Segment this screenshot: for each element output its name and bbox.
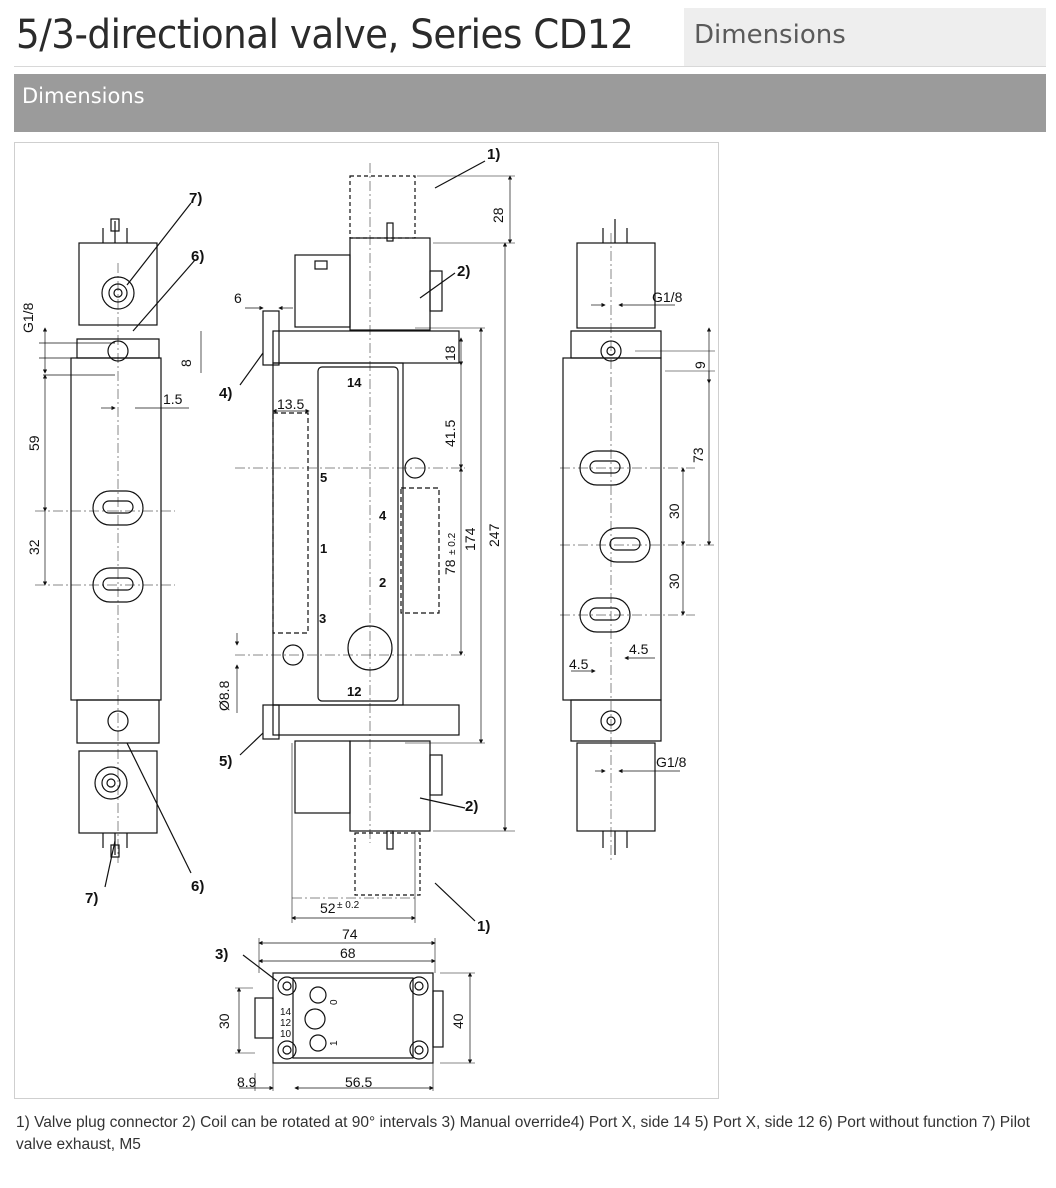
port-12: 12 <box>347 684 361 699</box>
dim-52-tol: ± 0.2 <box>337 900 360 911</box>
note-7-top: 7) <box>189 190 202 207</box>
dim-d8-8: Ø8.8 <box>216 680 232 711</box>
dim-59: 59 <box>26 435 42 451</box>
page-title: 5/3-directional valve, Series CD12 <box>16 12 634 58</box>
note-4: 4) <box>219 385 232 402</box>
header-tag-label: Dimensions <box>694 20 846 50</box>
dim-13-5: 13.5 <box>277 396 304 412</box>
dim-41-5: 41.5 <box>442 420 458 447</box>
drawing-svg: 1) 2) 2) 1) 3) 4) 5) 6) 6) 7) 7) G1/8 8 … <box>20 146 715 1091</box>
note-7-bottom: 7) <box>85 890 98 907</box>
dim-18: 18 <box>442 345 458 361</box>
dim-56-5: 56.5 <box>345 1074 372 1090</box>
port-14: 14 <box>347 375 362 390</box>
figure-caption: 1) Valve plug connector 2) Coil can be r… <box>16 1114 1030 1153</box>
dim-32: 32 <box>26 539 42 555</box>
note-1-bottom: 1) <box>477 918 490 935</box>
dim-74: 74 <box>342 926 358 942</box>
dim-78: 78 <box>442 559 458 575</box>
dim-4-5-b: 4.5 <box>569 656 589 672</box>
page-header: 5/3-directional valve, Series CD12 Dimen… <box>14 8 1046 67</box>
note-6-bottom: 6) <box>191 878 204 895</box>
dim-68: 68 <box>340 945 356 961</box>
port-2: 2 <box>379 575 386 590</box>
center-view <box>234 160 515 923</box>
note-1-top: 1) <box>487 146 500 163</box>
note-5: 5) <box>219 753 232 770</box>
dim-4-5-a: 4.5 <box>629 641 649 657</box>
note-3: 3) <box>215 946 228 963</box>
dim-8: 8 <box>178 359 194 367</box>
dim-40: 40 <box>450 1013 466 1029</box>
override-label-14: 14 <box>280 1007 292 1018</box>
dimension-drawing: 1) 2) 2) 1) 3) 4) 5) 6) 6) 7) 7) G1/8 8 … <box>14 142 719 1099</box>
override-label-12: 12 <box>280 1018 292 1029</box>
dim-73: 73 <box>690 447 706 463</box>
dim-8-9: 8.9 <box>237 1074 257 1090</box>
dim-30-b: 30 <box>666 573 682 589</box>
header-tag: Dimensions <box>684 8 1046 66</box>
dim-78-tol: ± 0.2 <box>447 532 458 555</box>
note-2-top: 2) <box>457 263 470 280</box>
port-5: 5 <box>320 470 327 485</box>
dim-g18-right-top: G1/8 <box>652 289 683 305</box>
dim-6: 6 <box>234 290 242 306</box>
dim-52: 52 <box>320 900 336 916</box>
dim-g18-right-bottom: G1/8 <box>656 754 687 770</box>
port-3: 3 <box>319 611 326 626</box>
left-view <box>35 202 202 888</box>
override-mark-0: 0 <box>329 999 340 1005</box>
section-bar: Dimensions <box>14 74 1046 132</box>
note-6-top: 6) <box>191 248 204 265</box>
dim-28: 28 <box>490 207 506 223</box>
dim-247: 247 <box>486 523 502 547</box>
right-view <box>560 219 715 863</box>
bottom-view <box>235 938 475 1091</box>
section-title: Dimensions <box>22 84 145 108</box>
dim-174: 174 <box>462 527 478 551</box>
port-4: 4 <box>379 508 387 523</box>
override-label-10: 10 <box>280 1029 292 1040</box>
dim-30-a: 30 <box>666 503 682 519</box>
dim-g18-left: G1/8 <box>20 302 36 333</box>
dim-9: 9 <box>692 361 708 369</box>
dim-1-5: 1.5 <box>163 391 183 407</box>
override-mark-1: 1 <box>329 1040 340 1046</box>
port-1: 1 <box>320 541 327 556</box>
dim-30-c: 30 <box>216 1013 232 1029</box>
note-2-bottom: 2) <box>465 798 478 815</box>
